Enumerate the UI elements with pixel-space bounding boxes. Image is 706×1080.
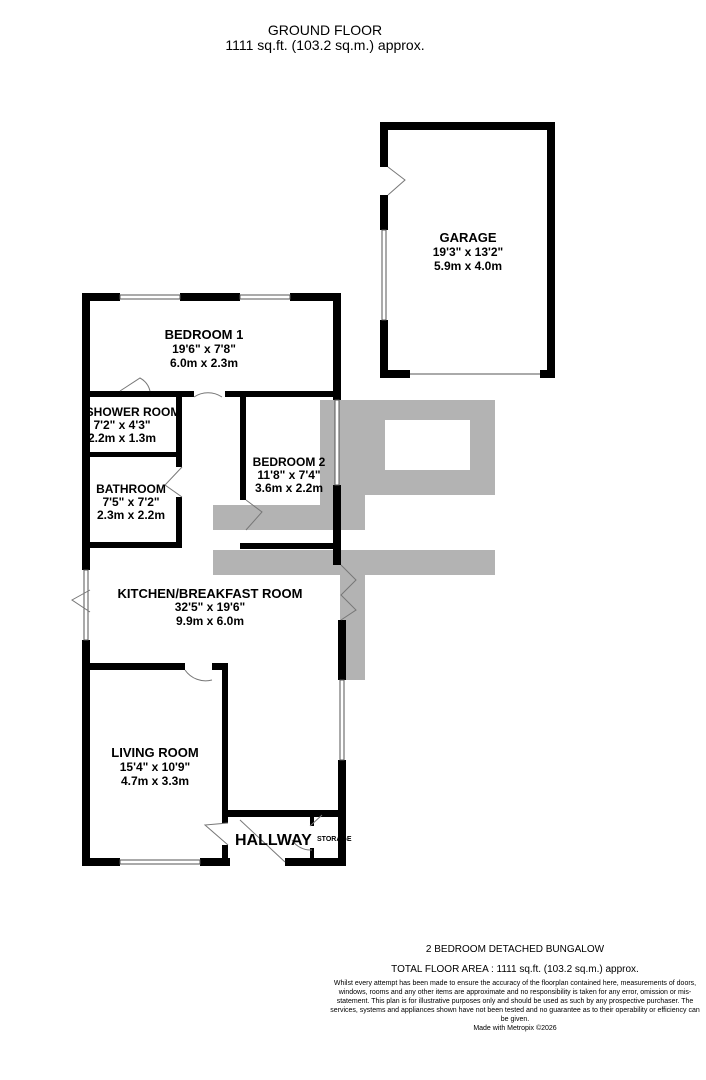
kitchen-metric: 9.9m x 6.0m xyxy=(176,614,244,628)
bedroom1-imperial: 19'6" x 7'8" xyxy=(172,342,236,356)
bedroom1-metric: 6.0m x 2.3m xyxy=(170,356,238,370)
living-room-imperial: 15'4" x 10'9" xyxy=(120,760,190,774)
bathroom-imperial: 7'5" x 7'2" xyxy=(102,495,159,509)
living-room-metric: 4.7m x 3.3m xyxy=(121,774,189,788)
windows xyxy=(83,229,540,865)
disclaimer: Whilst every attempt has been made to en… xyxy=(330,980,700,1023)
bedroom2-imperial: 11'8" x 7'4" xyxy=(257,468,320,482)
shower-room-imperial: 7'2" x 4'3" xyxy=(93,418,150,432)
bedroom1-name: BEDROOM 1 xyxy=(165,327,244,342)
shower-room-metric: 2.2m x 1.3m xyxy=(88,431,156,445)
room-labels: GARAGE 19'3" x 13'2" 5.9m x 4.0m BEDROOM… xyxy=(86,230,504,849)
bedroom2-name: BEDROOM 2 xyxy=(253,455,326,469)
garage-name: GARAGE xyxy=(439,230,496,245)
footer: 2 BEDROOM DETACHED BUNGALOW TOTAL FLOOR … xyxy=(330,944,700,1033)
watermark-logo xyxy=(213,400,495,680)
floor-area: 1111 sq.ft. (103.2 sq.m.) approx. xyxy=(225,37,425,53)
kitchen-name: KITCHEN/BREAKFAST ROOM xyxy=(118,586,303,601)
bedroom2-metric: 3.6m x 2.2m xyxy=(255,481,323,495)
hallway-name: HALLWAY xyxy=(235,832,312,849)
bathroom-metric: 2.3m x 2.2m xyxy=(97,508,165,522)
garage-imperial: 19'3" x 13'2" xyxy=(433,245,503,259)
total-floor-area: TOTAL FLOOR AREA : 1111 sq.ft. (103.2 sq… xyxy=(391,964,639,975)
property-type: 2 BEDROOM DETACHED BUNGALOW xyxy=(425,944,605,955)
kitchen-imperial: 32'5" x 19'6" xyxy=(175,600,245,614)
credit: Made with Metropix ©2026 xyxy=(473,1025,557,1032)
walls xyxy=(82,122,555,866)
floor-title: GROUND FLOOR xyxy=(267,22,383,38)
shower-room-name: SHOWER ROOM xyxy=(86,405,181,419)
living-room-name: LIVING ROOM xyxy=(111,745,198,760)
doors xyxy=(71,166,406,863)
bathroom-name: BATHROOM xyxy=(96,482,166,496)
garage-metric: 5.9m x 4.0m xyxy=(434,259,502,273)
storage-name: STORAGE xyxy=(317,836,352,843)
